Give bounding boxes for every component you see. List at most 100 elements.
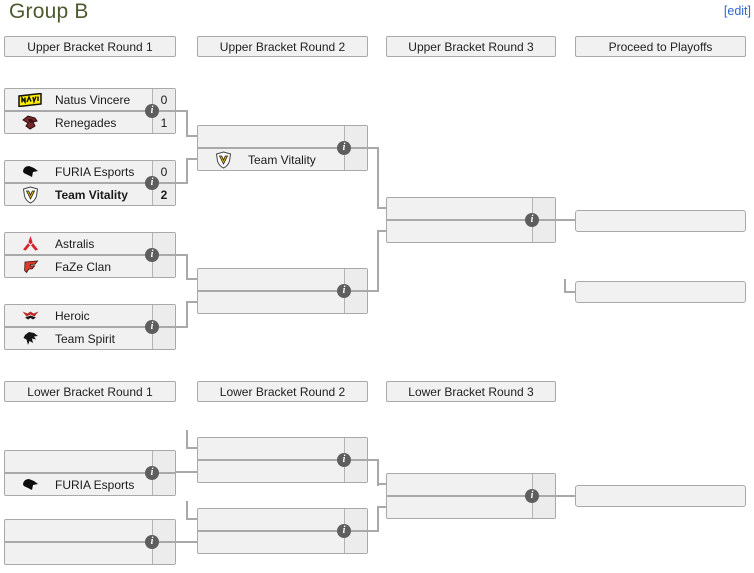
furia-logo xyxy=(5,476,55,493)
connector-line xyxy=(377,483,386,485)
team-score xyxy=(152,328,175,349)
team-score: 0 xyxy=(152,89,175,110)
playoff-slot-1 xyxy=(575,210,746,232)
team-slot-empty xyxy=(198,269,367,292)
navi-logo xyxy=(5,92,55,107)
ub-r1-match-3: Astralis FaZe Clan i xyxy=(4,232,176,278)
info-icon[interactable]: i xyxy=(525,213,539,227)
header-lower-round-2: Lower Bracket Round 2 xyxy=(197,381,368,402)
connector-line xyxy=(186,158,188,184)
connector-line xyxy=(176,110,188,112)
team-slot-empty xyxy=(198,292,367,313)
team-name[interactable]: Renegades xyxy=(55,115,117,130)
team-slot-empty xyxy=(198,509,367,532)
connector-line xyxy=(176,471,197,473)
connector-line xyxy=(377,506,386,508)
connector-line xyxy=(186,254,188,280)
connector-line xyxy=(368,530,377,532)
info-icon[interactable]: i xyxy=(337,524,351,538)
info-icon[interactable]: i xyxy=(145,248,159,262)
team-slot-empty xyxy=(198,461,367,482)
connector-line xyxy=(368,459,377,461)
team-score xyxy=(152,305,175,326)
team-slot-empty xyxy=(5,520,175,543)
connector-line xyxy=(176,326,188,328)
header-proceed-playoffs: Proceed to Playoffs xyxy=(575,36,746,57)
ub-r1-match-2: FURIA Esports 0 Team Vitality 2 i xyxy=(4,160,176,206)
connector-line xyxy=(556,219,575,221)
info-icon[interactable]: i xyxy=(145,535,159,549)
info-icon[interactable]: i xyxy=(145,466,159,480)
team-score xyxy=(152,451,175,472)
lb-advance-slot xyxy=(575,485,746,507)
connector-line xyxy=(186,158,197,160)
team-slot-empty xyxy=(387,198,555,221)
info-icon[interactable]: i xyxy=(525,489,539,503)
connector-line xyxy=(186,430,188,449)
team-slot: Natus Vincere 0 xyxy=(5,89,175,112)
team-score xyxy=(152,543,175,564)
team-name[interactable]: Astralis xyxy=(55,236,95,251)
team-name[interactable]: Team Spirit xyxy=(55,331,116,346)
team-slot-empty xyxy=(387,474,555,497)
page-title: Group B xyxy=(9,0,89,23)
vitality-logo xyxy=(198,150,248,169)
team-score: 0 xyxy=(152,161,175,182)
team-slot: Heroic xyxy=(5,305,175,328)
header-upper-round-3: Upper Bracket Round 3 xyxy=(386,36,556,57)
connector-line xyxy=(368,290,377,292)
connector-line xyxy=(186,518,197,520)
team-name[interactable]: Natus Vincere xyxy=(55,92,131,107)
connector-line xyxy=(564,279,566,293)
team-slot: Team Spirit xyxy=(5,328,175,349)
faze-logo xyxy=(5,258,55,275)
furia-logo xyxy=(5,163,55,180)
team-slot-empty xyxy=(5,451,175,474)
header-upper-round-2: Upper Bracket Round 2 xyxy=(197,36,368,57)
info-icon[interactable]: i xyxy=(337,141,351,155)
team-score xyxy=(344,509,367,530)
lb-r2-match-2: i xyxy=(197,508,368,554)
info-icon[interactable]: i xyxy=(337,453,351,467)
team-name[interactable]: Team Vitality xyxy=(55,187,128,202)
lb-r3-match-1: i xyxy=(386,473,556,519)
team-slot-winner: Team Vitality 2 xyxy=(5,184,175,205)
team-score: 1 xyxy=(152,112,175,133)
team-name[interactable]: FURIA Esports xyxy=(55,164,135,179)
connector-line xyxy=(377,506,379,532)
team-slot-empty xyxy=(387,221,555,242)
playoff-slot-2 xyxy=(575,281,746,303)
renegades-logo xyxy=(5,114,55,131)
edit-link[interactable]: [edit] xyxy=(723,4,751,18)
team-score xyxy=(152,256,175,277)
connector-line xyxy=(186,135,197,137)
connector-line xyxy=(368,147,377,149)
info-icon[interactable]: i xyxy=(145,176,159,190)
team-slot-empty xyxy=(198,126,367,149)
info-icon[interactable]: i xyxy=(145,104,159,118)
team-name[interactable]: Team Vitality xyxy=(248,152,316,167)
info-icon[interactable]: i xyxy=(145,320,159,334)
header-lower-round-3: Lower Bracket Round 3 xyxy=(386,381,556,402)
connector-line xyxy=(377,230,386,232)
heroic-logo xyxy=(5,307,55,324)
connector-line xyxy=(564,291,575,293)
ub-r2-match-2: i xyxy=(197,268,368,314)
team-slot: FURIA Esports 0 xyxy=(5,161,175,184)
lb-r2-match-1: i xyxy=(197,437,368,483)
connector-line xyxy=(377,230,379,292)
team-name[interactable]: FURIA Esports xyxy=(55,477,135,492)
connector-line xyxy=(377,207,386,209)
team-score: 2 xyxy=(152,184,175,205)
team-name[interactable]: Heroic xyxy=(55,308,90,323)
ub-r3-match-1: i xyxy=(386,197,556,243)
connector-line xyxy=(176,182,188,184)
connector-line xyxy=(556,495,575,497)
connector-line xyxy=(186,447,197,449)
vitality-logo xyxy=(5,185,55,204)
team-name[interactable]: FaZe Clan xyxy=(55,259,112,274)
team-score xyxy=(344,292,367,313)
team-slot: Astralis xyxy=(5,233,175,256)
info-icon[interactable]: i xyxy=(337,284,351,298)
team-score xyxy=(152,520,175,541)
